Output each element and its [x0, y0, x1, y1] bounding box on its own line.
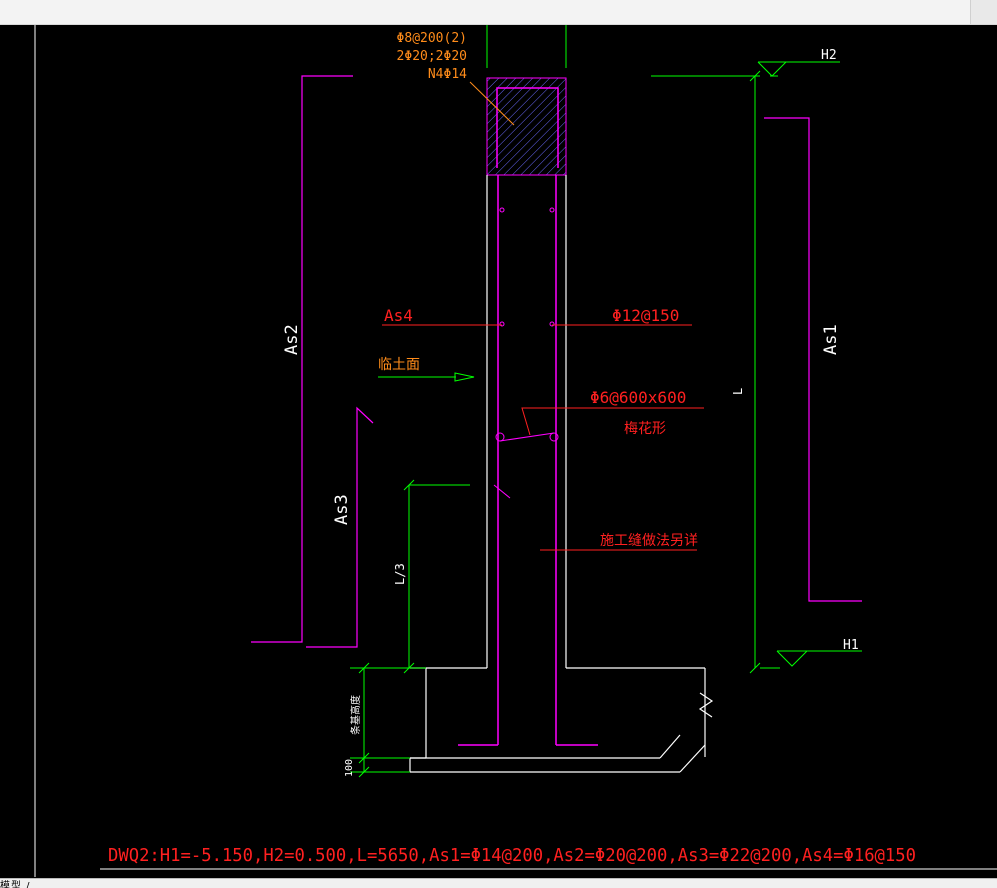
- status-bar: [0, 878, 997, 888]
- drawing-caption: DWQ2:H1=-5.150,H2=0.500,L=5650,As1=Φ14@2…: [108, 845, 916, 866]
- horizontal-bar-label: Φ12@150: [612, 306, 679, 325]
- toolbar-corner-button[interactable]: [970, 0, 997, 24]
- layout-tab-model[interactable]: 模型 /: [0, 881, 31, 888]
- l-label: L: [731, 388, 745, 395]
- tie-bar-label: Φ6@600x600: [590, 388, 686, 407]
- l3-label: L/3: [393, 563, 407, 585]
- rebar-callout-leader: [469, 81, 515, 126]
- top-toolbar: [0, 0, 997, 25]
- h2-label: H2: [821, 48, 837, 63]
- quincunx-label: 梅花形: [624, 421, 666, 437]
- rebar-kink: [493, 484, 511, 499]
- l3-dimension: [403, 479, 470, 674]
- as4-label: As4: [384, 306, 413, 325]
- top-beam-section: [486, 77, 567, 176]
- as1-label: As1: [821, 324, 841, 355]
- rebar-callout-line3: N4Φ14: [428, 67, 467, 82]
- footing-dimension: [350, 662, 426, 778]
- soil-face-label: 临土面: [378, 357, 420, 373]
- rebar-callout-line2: 2Φ20;2Φ20: [397, 49, 467, 64]
- rebar-callout-line1: Φ8@200(2): [397, 31, 467, 46]
- wall-outline: [409, 175, 714, 773]
- as2-label: As2: [282, 324, 302, 355]
- drawing-canvas[interactable]: H2 L H1 L/3: [0, 25, 997, 877]
- h1-level-mark: [760, 650, 862, 669]
- h2-level-mark: [651, 61, 840, 77]
- tie-bar-leader: [521, 407, 704, 436]
- footing-height-label: 条基高度: [349, 695, 362, 735]
- rebar-as3: [306, 406, 374, 648]
- rebar-as2: [251, 75, 353, 643]
- construction-joint-label: 施工缝做法另详: [600, 533, 698, 549]
- l-dimension: [749, 70, 761, 674]
- as3-label: As3: [332, 494, 352, 525]
- rebar-dots: [495, 207, 559, 442]
- h1-label: H1: [843, 638, 859, 653]
- rebar-as1: [764, 117, 862, 602]
- dim-100-label: 100: [344, 759, 355, 777]
- soil-face-arrow-head: [454, 372, 475, 382]
